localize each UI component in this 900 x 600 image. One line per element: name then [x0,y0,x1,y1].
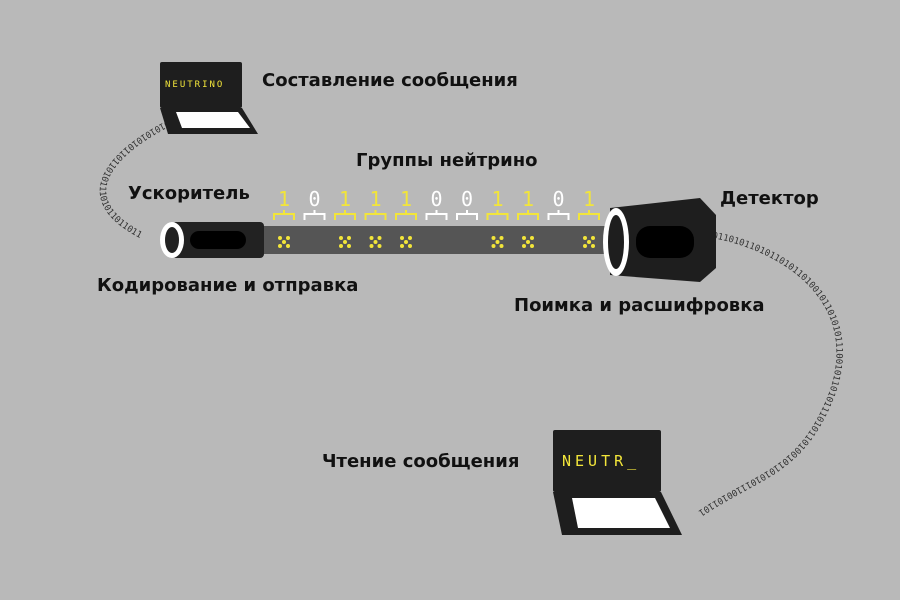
neutrino-dot [408,236,412,240]
neutrino-dot [583,244,587,248]
neutrino-dot [286,236,290,240]
bit-zero: 0 [456,187,478,220]
label-compose-message: Составление сообщения [262,70,518,91]
bit-zero: 0 [425,187,448,220]
bit-bracket [303,210,326,220]
receiver-screen-text: NEUTR_ [562,452,641,470]
neutrino-dot [530,244,534,248]
bit-digit: 1 [491,187,503,211]
bit-one: 1 [486,187,509,248]
neutrino-dot [278,236,282,240]
bit-one: 1 [334,187,356,248]
bit-one: 1 [273,187,295,248]
binary-stream-left: 0101010101101101011101011011011 [97,117,172,240]
bit-bracket [517,210,539,220]
bit-bracket [486,210,509,220]
bit-one: 1 [517,187,539,248]
neutrino-cluster [400,236,412,248]
bit-bracket [547,210,570,220]
neutrino-dot [343,240,347,244]
bit-digit: 1 [278,187,290,211]
bit-digit: 1 [339,187,351,211]
bit-zero: 0 [303,187,326,220]
receiver-laptop-icon [553,430,682,535]
bit-bracket [334,210,356,220]
label-capture-decode: Поимка и расшифровка [514,295,765,316]
bit-bracket [425,210,448,220]
neutrino-dot [400,236,404,240]
neutrino-dot [526,240,530,244]
neutrino-dot [591,236,595,240]
neutrino-dot [339,244,343,248]
bit-bracket [364,210,387,220]
neutrino-dot [286,244,290,248]
detector-icon [603,198,716,282]
bit-one: 1 [395,187,417,248]
neutrino-dot [522,244,526,248]
bit-zero: 0 [547,187,570,220]
neutrino-dot [491,236,496,240]
bit-digit: 1 [400,187,412,211]
label-neutrino-groups: Группы нейтрино [356,150,538,171]
bit-digit: 0 [552,187,564,211]
neutrino-cluster [369,236,382,248]
neutrino-dot [522,236,526,240]
bit-bracket [578,210,600,220]
bit-digit: 1 [583,187,595,211]
beam-tube [168,226,623,254]
sender-laptop-icon [160,62,258,134]
label-encode-send: Кодирование и отправка [97,275,359,296]
neutrino-dot [408,244,412,248]
label-accelerator: Ускоритель [128,183,250,204]
bit-bracket [456,210,478,220]
neutrino-dot [282,240,286,244]
bit-bracket [395,210,417,220]
bit-digit: 1 [522,187,534,211]
neutrino-dot [278,244,282,248]
bit-bracket [273,210,295,220]
label-detector: Детектор [720,188,819,209]
bit-one: 1 [578,187,600,248]
neutrino-dot [369,236,374,240]
neutrino-dot [530,236,534,240]
neutrino-cluster [278,236,290,248]
neutrino-dot [373,240,378,244]
neutrino-cluster [583,236,595,248]
neutrino-dot [499,236,504,240]
neutrino-dot [495,240,500,244]
neutrino-dot [499,244,504,248]
neutrino-dot [400,244,404,248]
neutrino-dot [491,244,496,248]
neutrino-cluster [339,236,351,248]
bit-digit: 0 [430,187,442,211]
neutrino-dot [377,236,382,240]
sender-screen-text: NEUTRINO [165,80,225,90]
neutrino-dot [587,240,591,244]
bit-one: 1 [364,187,387,248]
neutrino-cluster [522,236,534,248]
neutrino-dot [377,244,382,248]
neutrino-dot [591,244,595,248]
neutrino-dot [583,236,587,240]
neutrino-dot [369,244,374,248]
label-read-message: Чтение сообщения [322,451,520,472]
accelerator-icon [160,222,264,258]
bit-digit: 0 [461,187,473,211]
neutrino-dot [404,240,408,244]
bit-digit: 1 [369,187,381,211]
bit-digit: 0 [308,187,320,211]
neutrino-dot [339,236,343,240]
neutrino-cluster [491,236,504,248]
neutrino-dot [347,244,351,248]
neutrino-dot [347,236,351,240]
